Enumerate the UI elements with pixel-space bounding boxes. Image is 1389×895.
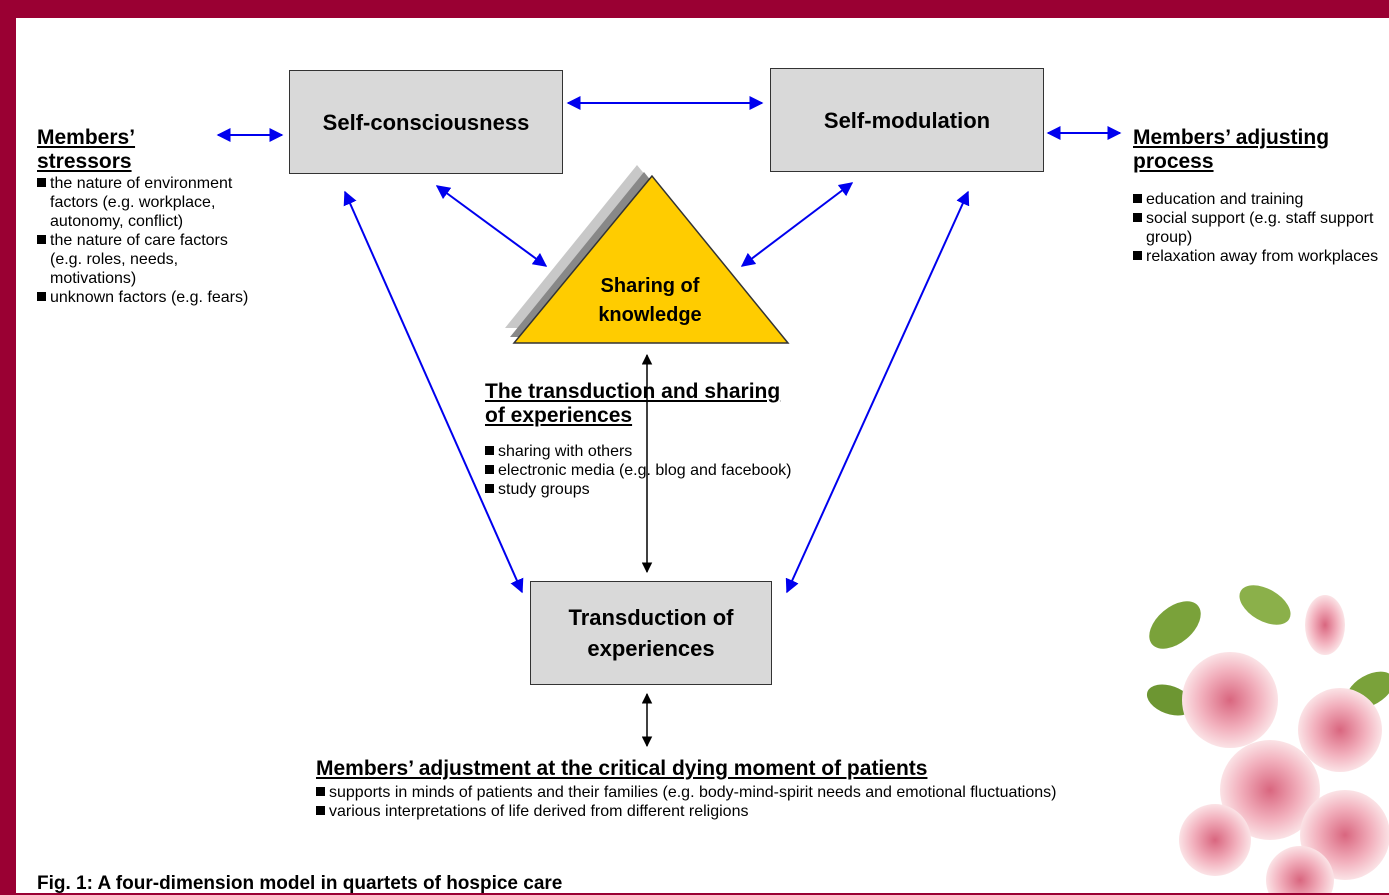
rose-bouquet-image	[1146, 585, 1389, 893]
adjusting-heading: Members’ adjusting process	[1133, 126, 1329, 174]
self-modulation-label: Self-modulation	[823, 107, 991, 133]
dying-moment-heading: Members’ adjustment at the critical dyin…	[316, 757, 927, 781]
list-item: the nature of care factors (e.g. roles, …	[37, 231, 252, 288]
transduction-sharing-heading: The transduction and sharing of experien…	[485, 380, 780, 428]
stressors-heading-line2: stressors	[37, 150, 132, 173]
stressors-list: the nature of environment factors (e.g. …	[37, 174, 252, 307]
transduction-sharing-heading-line2: of experiences	[485, 404, 633, 427]
adjusting-heading-line1: Members’ adjusting	[1133, 126, 1330, 149]
sharing-label-line1: Sharing of	[600, 275, 700, 297]
list-item: various interpretations of life derived …	[316, 802, 1106, 821]
list-item: unknown factors (e.g. fears)	[37, 288, 252, 307]
transduction-label-line1: Transduction of	[568, 605, 734, 630]
sharing-label-line2: knowledge	[598, 304, 702, 326]
arrow-selfconsciousness-sharing	[435, 185, 548, 267]
transduction-label-line2: experiences	[587, 636, 715, 661]
adjusting-heading-line2: process	[1133, 150, 1214, 173]
transduction-sharing-list: sharing with others electronic media (e.…	[485, 442, 825, 499]
self-consciousness-box: Self-consciousness	[289, 70, 563, 174]
list-item: the nature of environment factors (e.g. …	[37, 174, 252, 231]
arrow-selfconsciousness-transduction	[343, 190, 524, 594]
adjusting-list: education and training social support (e…	[1133, 190, 1381, 266]
list-item: sharing with others	[485, 442, 825, 461]
list-item: supports in minds of patients and their …	[316, 783, 1106, 802]
slide-canvas	[16, 18, 1389, 893]
dying-moment-list: supports in minds of patients and their …	[316, 783, 1106, 821]
stressors-heading: Members’ stressors	[37, 126, 135, 174]
list-item: relaxation away from workplaces	[1133, 247, 1381, 266]
self-consciousness-label: Self-consciousness	[322, 109, 530, 135]
sharing-of-knowledge-label: Sharing of knowledge	[560, 272, 740, 330]
list-item: education and training	[1133, 190, 1381, 209]
transduction-sharing-heading-line1: The transduction and sharing	[485, 380, 781, 403]
self-modulation-box: Self-modulation	[770, 68, 1044, 172]
arrow-selfmodulation-sharing	[740, 182, 854, 267]
dying-moment-heading-text: Members’ adjustment at the critical dyin…	[316, 757, 928, 780]
transduction-box: Transduction of experiences	[530, 581, 772, 685]
stressors-heading-line1: Members’	[37, 126, 136, 149]
arrow-selfmodulation-transduction	[785, 190, 970, 594]
list-item: study groups	[485, 480, 825, 499]
figure-caption: Fig. 1: A four-dimension model in quarte…	[37, 873, 563, 894]
list-item: electronic media (e.g. blog and facebook…	[485, 461, 825, 480]
sharing-triangle	[512, 174, 790, 344]
list-item: social support (e.g. staff support group…	[1133, 209, 1381, 247]
